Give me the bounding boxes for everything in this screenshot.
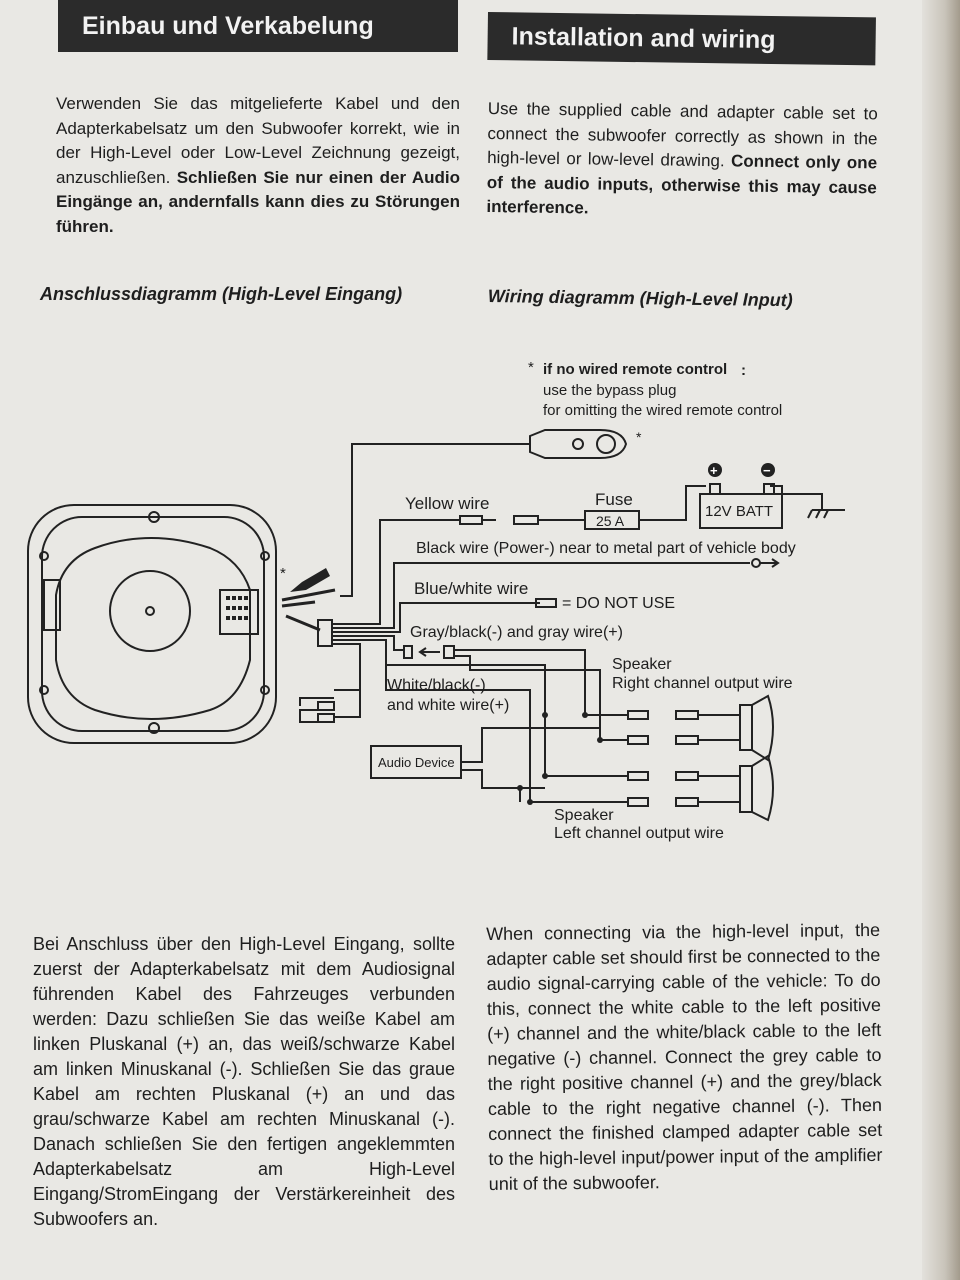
white-minus-wire <box>385 665 628 803</box>
mount-hole-top <box>148 511 160 523</box>
battery-plus: + <box>710 463 718 478</box>
arrow-remote-input <box>281 588 336 602</box>
white-wire-label-2: and white wire(+) <box>387 697 509 714</box>
white-plus-wire <box>544 715 628 777</box>
right-minus-plug <box>627 735 649 745</box>
speaker-left-cone <box>751 754 774 822</box>
note-star: * <box>528 359 534 376</box>
header-german-text: Einbau und Verkabelung <box>82 11 374 40</box>
subwoofer-side-notch <box>43 579 61 631</box>
ground-ring-terminal <box>751 558 761 568</box>
header-german: Einbau und Verkabelung <box>58 0 458 52</box>
mount-hole-left-top <box>39 551 49 561</box>
fuse-label: Fuse <box>595 490 633 509</box>
subwoofer-outer-housing <box>27 504 277 744</box>
left-minus-plug <box>627 797 649 807</box>
battery-positive-wire <box>639 485 706 521</box>
speaker-left-label-2: Left channel output wire <box>554 825 724 842</box>
body-english: When connecting via the high-level input… <box>486 919 883 1194</box>
audio-left-wire <box>460 769 545 802</box>
subtitle-german: Anschlussdiagramm (High-Level Eingang) <box>40 284 403 304</box>
yellow-wire-label: Yellow wire <box>405 494 489 513</box>
gray-wire-socket <box>443 645 455 659</box>
left-plus-plug <box>627 771 649 781</box>
yellow-wire-line <box>332 519 460 625</box>
mount-hole-bottom <box>148 722 160 734</box>
note-bold: if no wired remote control <box>543 361 727 378</box>
mount-hole-right-top <box>260 551 270 561</box>
speaker-right-magnet <box>739 704 753 751</box>
rca-plug-2 <box>299 689 361 706</box>
remote-cable <box>340 443 530 597</box>
battery-plus-icon <box>708 463 722 477</box>
page-edge-shadow <box>922 0 960 1280</box>
battery-label: 12V BATT <box>705 503 773 520</box>
black-wire-label: Black wire (Power-) near to metal part o… <box>416 540 796 557</box>
audio-device-box <box>370 745 462 779</box>
yellow-wire-plug <box>459 515 483 525</box>
gray-plus-wire <box>454 649 628 716</box>
battery-box <box>699 493 783 529</box>
gray-wire-line <box>332 635 404 651</box>
header-english: Installation and wiring <box>487 12 876 66</box>
fuse-rating: 25 A <box>596 513 625 529</box>
subwoofer-cone <box>109 570 191 652</box>
white-wire-label-1: White/black(-) <box>387 677 486 694</box>
speaker-right-label-2: Right channel output wire <box>612 675 793 692</box>
subwoofer-star: * <box>280 565 286 582</box>
subwoofer-frame <box>55 537 251 720</box>
intro-german-normal: Verwenden Sie das mitgelieferte Kabel un… <box>56 94 460 187</box>
battery-minus: − <box>763 463 771 478</box>
arrow-second-input <box>281 600 316 608</box>
note-line-3: for omitting the wired remote control <box>543 402 782 419</box>
audio-device-label: Audio Device <box>378 755 455 770</box>
mount-hole-left-bottom <box>39 685 49 695</box>
speaker-left-label-1: Speaker <box>554 807 614 824</box>
white-wire-line <box>332 639 546 715</box>
bypass-plug-icon <box>290 568 330 592</box>
speaker-right-cone <box>751 694 774 762</box>
mount-hole-right-bottom <box>260 685 270 695</box>
gray-minus-wire <box>454 655 628 741</box>
intro-german: Verwenden Sie das mitgelieferte Kabel un… <box>56 92 460 239</box>
do-not-use-label: = DO NOT USE <box>562 595 675 612</box>
intro-german-bold: Schließen Sie nur einen der Audio Eingän… <box>56 167 460 236</box>
connector-pins <box>226 596 248 620</box>
remote-control-icon <box>529 429 628 459</box>
arrow-high-level-input <box>285 614 321 632</box>
subtitle-english: Wiring diagramm (High-Level Input) <box>487 286 793 311</box>
harness-connector <box>317 619 333 647</box>
amplifier-connector <box>219 589 259 635</box>
right-plus-plug <box>627 710 649 720</box>
black-wire-line <box>332 562 750 629</box>
yellow-wire-socket <box>513 515 539 525</box>
note-line-2: use the bypass plug <box>543 382 676 399</box>
header-english-text: Installation and wiring <box>511 21 776 54</box>
intro-english: Use the supplied cable and adapter cable… <box>486 97 878 225</box>
note-colon: : <box>741 362 746 379</box>
speaker-left-magnet <box>739 765 753 813</box>
gray-wire-plug <box>403 645 413 659</box>
blue-white-label: Blue/white wire <box>414 579 528 598</box>
wiring-diagram: * * * if no wired remote control : use t… <box>27 359 845 842</box>
audio-right-wire <box>460 727 600 763</box>
battery-minus-icon <box>761 463 775 477</box>
speaker-right-label-1: Speaker <box>612 656 672 673</box>
gray-wire-label: Gray/black(-) and gray wire(+) <box>410 624 623 641</box>
blue-white-plug <box>535 598 557 608</box>
body-german: Bei Anschluss über den High-Level Eingan… <box>33 934 455 1229</box>
subwoofer-inner-housing <box>41 516 265 732</box>
blue-white-wire-line <box>332 602 540 633</box>
subwoofer-center <box>145 606 155 616</box>
remote-star: * <box>636 429 642 445</box>
low-level-cable <box>332 643 361 718</box>
